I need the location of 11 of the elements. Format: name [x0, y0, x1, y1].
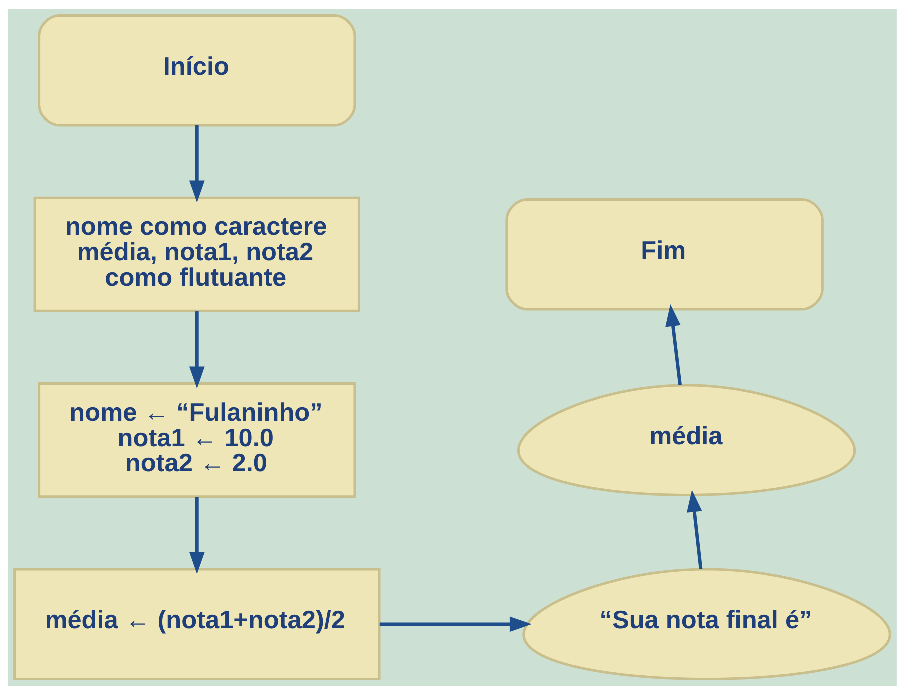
- node-box: nome como caractere média, nota1, nota2 como flutuante: [34, 196, 360, 312]
- arrow: [189, 311, 205, 388]
- arrow: [686, 490, 703, 569]
- node-box: Fim: [506, 198, 824, 310]
- arrow: [189, 125, 205, 202]
- node-box: média ← (nota1+nota2)/2: [14, 568, 381, 680]
- arrow: [380, 616, 532, 632]
- arrow: [189, 496, 205, 574]
- arrow: [666, 304, 682, 385]
- node-box: nome ← “Fulaninho” nota1 ← 10.0 nota2 ← 2.0: [38, 382, 356, 498]
- node-box: Início: [38, 14, 356, 126]
